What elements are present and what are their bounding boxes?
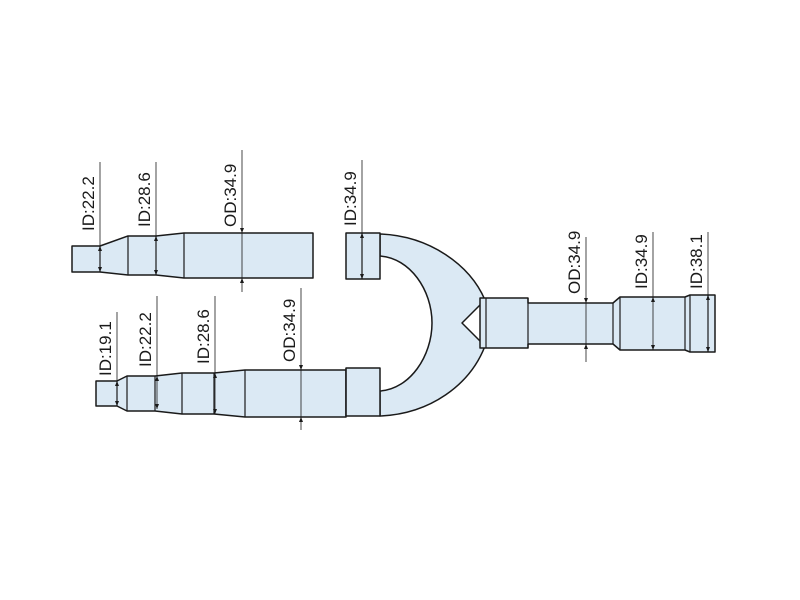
label-main-id-38-1: ID:38.1 [687, 234, 706, 289]
u-bend-y-branch [379, 233, 486, 417]
dimension-labels: ID:22.2 ID:28.6 OD:34.9 ID:19.1 ID:22.2 … [79, 164, 706, 376]
label-main-id-34-9: ID:34.9 [632, 234, 651, 289]
main-pipe [479, 294, 716, 353]
label-branch-od-34-9: OD:34.9 [280, 299, 299, 362]
bend-top-socket [345, 232, 381, 280]
dimension-lines [99, 150, 709, 430]
label-branch-id-19-1: ID:19.1 [96, 321, 115, 376]
label-separate-id-22-2: ID:22.2 [79, 176, 98, 231]
lower-left-reducer-branch [95, 369, 347, 418]
label-bend-id-34-9: ID:34.9 [341, 171, 360, 226]
separate-reducer-pipe [71, 232, 314, 279]
label-branch-id-28-6: ID:28.6 [194, 309, 213, 364]
label-separate-od-34-9: OD:34.9 [221, 164, 240, 227]
label-branch-id-22-2: ID:22.2 [136, 312, 155, 367]
dimension-arrows [98, 228, 710, 422]
label-main-od-34-9: OD:34.9 [565, 231, 584, 294]
bend-bottom-socket [345, 367, 381, 417]
label-separate-id-28-6: ID:28.6 [135, 172, 154, 227]
